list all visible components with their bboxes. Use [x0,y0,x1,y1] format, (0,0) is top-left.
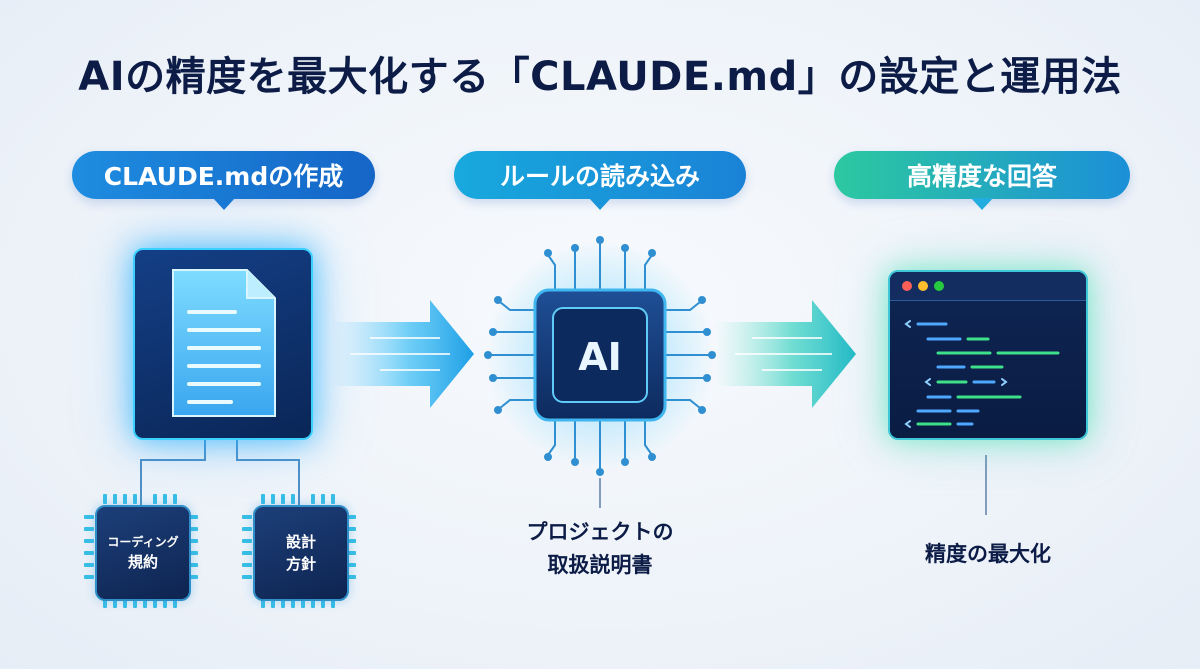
window-dot-red [902,281,912,291]
document-icon [172,269,276,417]
chip-design-policy-line1: 設計 [285,532,316,551]
chip-coding-rules-line1: コーディング [107,534,179,549]
ai-caption-line2: 取扱説明書 [547,552,653,577]
ai-chip-icon [484,236,716,476]
window-dot-green [934,281,944,291]
code-window-icon [888,270,1088,440]
code-lines [904,320,1060,428]
ai-caption: プロジェクトの 取扱説明書 [500,516,700,581]
arrow-right-icon [715,300,856,408]
result-caption: 精度の最大化 [925,542,1051,566]
ai-caption-line1: プロジェクトの [526,520,674,544]
doc-connector-lines [140,436,300,505]
window-title-bar [890,272,1086,301]
step-label-load: ルールの読み込み [454,151,746,210]
ai-chip-text: AI [578,335,622,379]
chip-design-policy: 設計 方針 [253,505,349,601]
window-dot-yellow [918,281,928,291]
page-title: AIの精度を最大化する「CLAUDE.md」の設定と運用法 [78,54,1122,100]
arrow-right-icon [330,300,474,408]
document-card [133,248,313,440]
step-label-create: CLAUDE.mdの作成 [72,151,375,210]
step-label-answer: 高精度な回答 [834,151,1130,210]
chip-coding-rules-line2: 規約 [127,552,158,571]
chip-design-policy-line2: 方針 [285,555,316,573]
chip-coding-rules: コーディング 規約 [95,505,191,601]
